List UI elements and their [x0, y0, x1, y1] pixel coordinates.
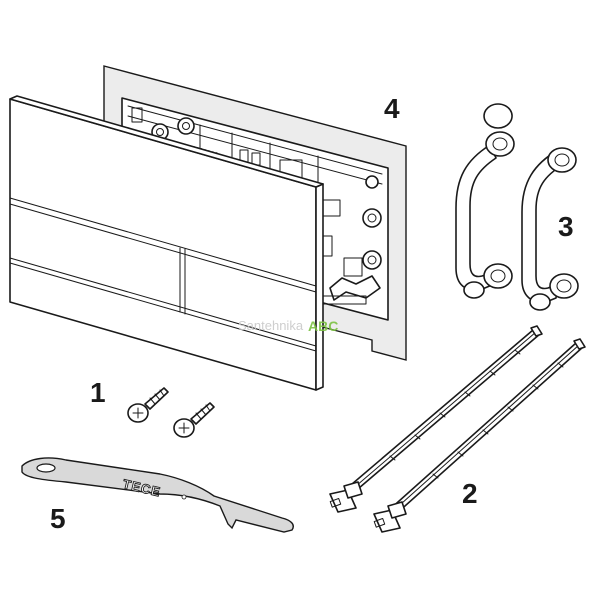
rod-a	[329, 325, 543, 513]
screw-left	[127, 387, 169, 423]
flush-panel	[9, 95, 324, 391]
bracket-left	[455, 103, 515, 299]
callout-frame: 4	[384, 93, 400, 124]
bracket-right	[521, 147, 579, 311]
watermark-right-text: ABC	[308, 318, 338, 334]
screws	[127, 387, 215, 438]
watermark-left-text: Santehnika	[238, 318, 304, 333]
extension-rods	[329, 325, 586, 533]
callout-screws: 1	[90, 377, 106, 408]
watermark: Santehnika ABC	[238, 318, 338, 334]
rod-b	[373, 338, 586, 533]
screw-right	[173, 402, 215, 438]
callout-brackets: 3	[558, 211, 574, 242]
support-brackets	[455, 103, 579, 311]
callout-key: 5	[50, 503, 66, 534]
callout-rods: 2	[462, 478, 478, 509]
